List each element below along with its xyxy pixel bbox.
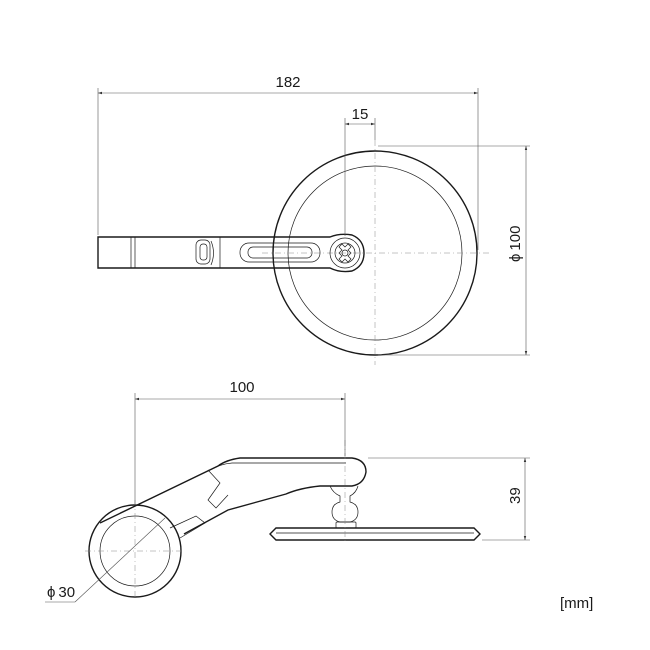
diameter-symbol-30: ϕ — [47, 584, 55, 601]
dimension-phi-100: ϕ 100 — [378, 145, 530, 356]
dimension-39-label: 39 — [507, 487, 524, 504]
dimension-phi-30-label: 30 — [58, 584, 75, 601]
mirror-outer-ring — [272, 150, 478, 356]
dimension-100: 100 — [134, 379, 346, 505]
top-view: 182 15 ϕ 100 — [97, 74, 530, 365]
dimension-39: 39 — [368, 457, 530, 541]
dimension-182: 182 — [97, 74, 479, 250]
dimension-phi-100-label: 100 — [507, 226, 524, 251]
svg-text:ϕ100: ϕ 100 — [507, 226, 524, 262]
dimension-15: 15 — [344, 106, 376, 236]
mirror-mount — [269, 485, 481, 541]
spline-hub — [329, 237, 361, 269]
dimension-15-label: 15 — [352, 106, 369, 123]
diameter-symbol: ϕ — [507, 254, 524, 262]
side-arm — [99, 457, 367, 539]
svg-text:ϕ30: ϕ30 — [47, 584, 75, 601]
mirror-arm — [97, 233, 365, 273]
dimension-100-label: 100 — [229, 379, 254, 396]
dimension-182-label: 182 — [275, 74, 300, 91]
unit-label: [mm] — [560, 595, 593, 612]
adjustment-slot — [239, 242, 321, 263]
